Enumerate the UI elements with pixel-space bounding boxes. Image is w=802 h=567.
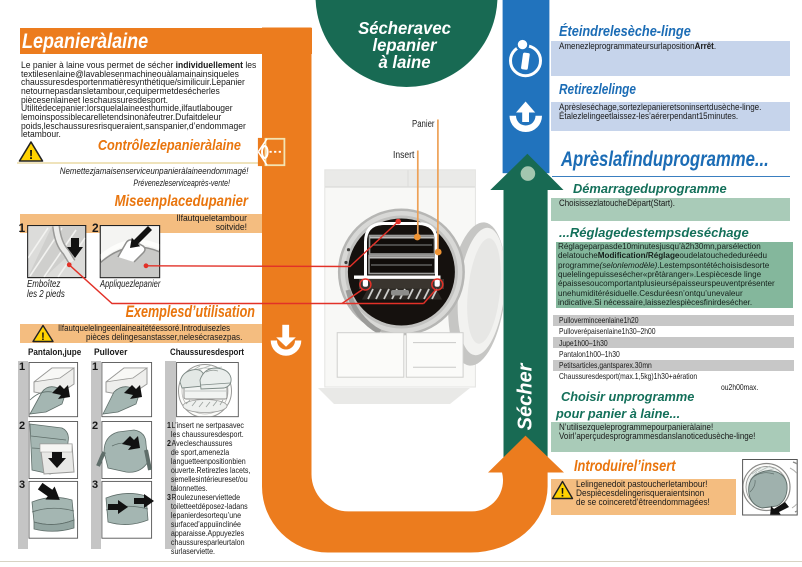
svg-text:!: !: [29, 147, 33, 162]
svg-text:!: !: [41, 331, 45, 343]
svg-text:!: !: [561, 486, 565, 500]
